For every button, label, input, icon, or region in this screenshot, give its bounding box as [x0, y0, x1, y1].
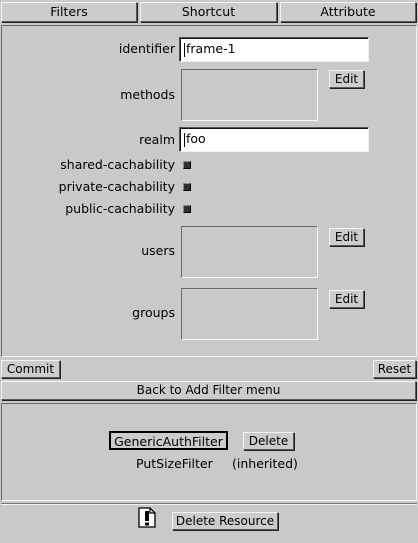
private-cachability-label: private-cachability — [58, 179, 175, 194]
tab-shortcut[interactable]: Shortcut — [140, 2, 277, 22]
groups-edit-button[interactable]: Edit — [329, 290, 364, 308]
filters-panel — [1, 403, 417, 501]
methods-label: methods — [120, 87, 175, 102]
text-caret — [184, 132, 185, 147]
private-cachability-checkbox[interactable] — [183, 183, 191, 191]
realm-label: realm — [139, 132, 175, 147]
inherited-note: (inherited) — [232, 456, 298, 471]
warning-icon — [137, 507, 157, 528]
text-caret — [184, 42, 185, 57]
put-size-filter-label: PutSizeFilter — [136, 456, 213, 471]
footer-separator — [1, 503, 417, 505]
users-edit-button[interactable]: Edit — [329, 228, 364, 246]
identifier-input[interactable]: frame-1 — [179, 37, 369, 62]
reset-button[interactable]: Reset — [373, 360, 416, 378]
users-list[interactable] — [181, 226, 318, 278]
shared-cachability-checkbox[interactable] — [183, 161, 191, 169]
methods-list[interactable] — [181, 69, 318, 121]
public-cachability-label: public-cachability — [65, 201, 175, 216]
commit-button[interactable]: Commit — [1, 360, 60, 378]
identifier-value: frame-1 — [186, 41, 236, 56]
attribute-panel — [1, 25, 417, 357]
tab-attribute[interactable]: Attribute — [280, 2, 416, 22]
methods-edit-button[interactable]: Edit — [329, 70, 364, 88]
public-cachability-checkbox[interactable] — [183, 205, 191, 213]
generic-auth-filter-button[interactable]: GenericAuthFilter — [109, 431, 228, 450]
groups-label: groups — [132, 305, 175, 320]
shared-cachability-label: shared-cachability — [60, 157, 175, 172]
realm-input[interactable]: foo — [179, 127, 369, 152]
users-label: users — [141, 243, 175, 258]
tab-filters[interactable]: Filters — [1, 2, 137, 22]
delete-filter-button[interactable]: Delete — [243, 432, 294, 450]
groups-list[interactable] — [181, 288, 318, 340]
back-to-add-filter-menu-button[interactable]: Back to Add Filter menu — [1, 381, 416, 400]
warning-icon-svg — [138, 507, 156, 528]
delete-resource-button[interactable]: Delete Resource — [172, 512, 278, 530]
identifier-label: identifier — [118, 41, 175, 56]
realm-value: foo — [186, 131, 206, 146]
